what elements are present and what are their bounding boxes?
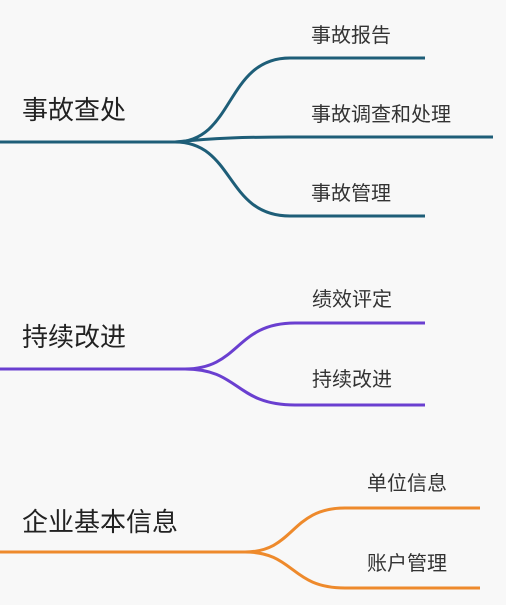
branch-1-label: 持续改进 xyxy=(22,323,127,353)
branch-2-link-1 xyxy=(244,550,480,590)
branch-1-link-0 xyxy=(184,321,425,371)
branch-0-child-2-label: 事故管理 xyxy=(311,181,391,205)
branch-1-child-1-label: 持续改进 xyxy=(312,367,392,391)
branch-1-link-1 xyxy=(184,367,425,407)
branch-2-child-1-label: 账户管理 xyxy=(367,551,447,575)
branch-0-child-1-label: 事故调查和处理 xyxy=(311,102,451,126)
branch-0-link-1 xyxy=(174,135,493,144)
branch-1-child-0-label: 绩效评定 xyxy=(312,287,392,311)
branch-0-link-0 xyxy=(174,56,425,144)
branch-0-link-2 xyxy=(174,140,425,218)
branch-2-link-0 xyxy=(244,506,480,554)
branch-2-child-0-label: 单位信息 xyxy=(367,471,447,495)
branch-0-child-0-label: 事故报告 xyxy=(311,23,391,47)
branch-0-label: 事故查处 xyxy=(22,96,127,126)
branch-2-label: 企业基本信息 xyxy=(22,508,179,538)
